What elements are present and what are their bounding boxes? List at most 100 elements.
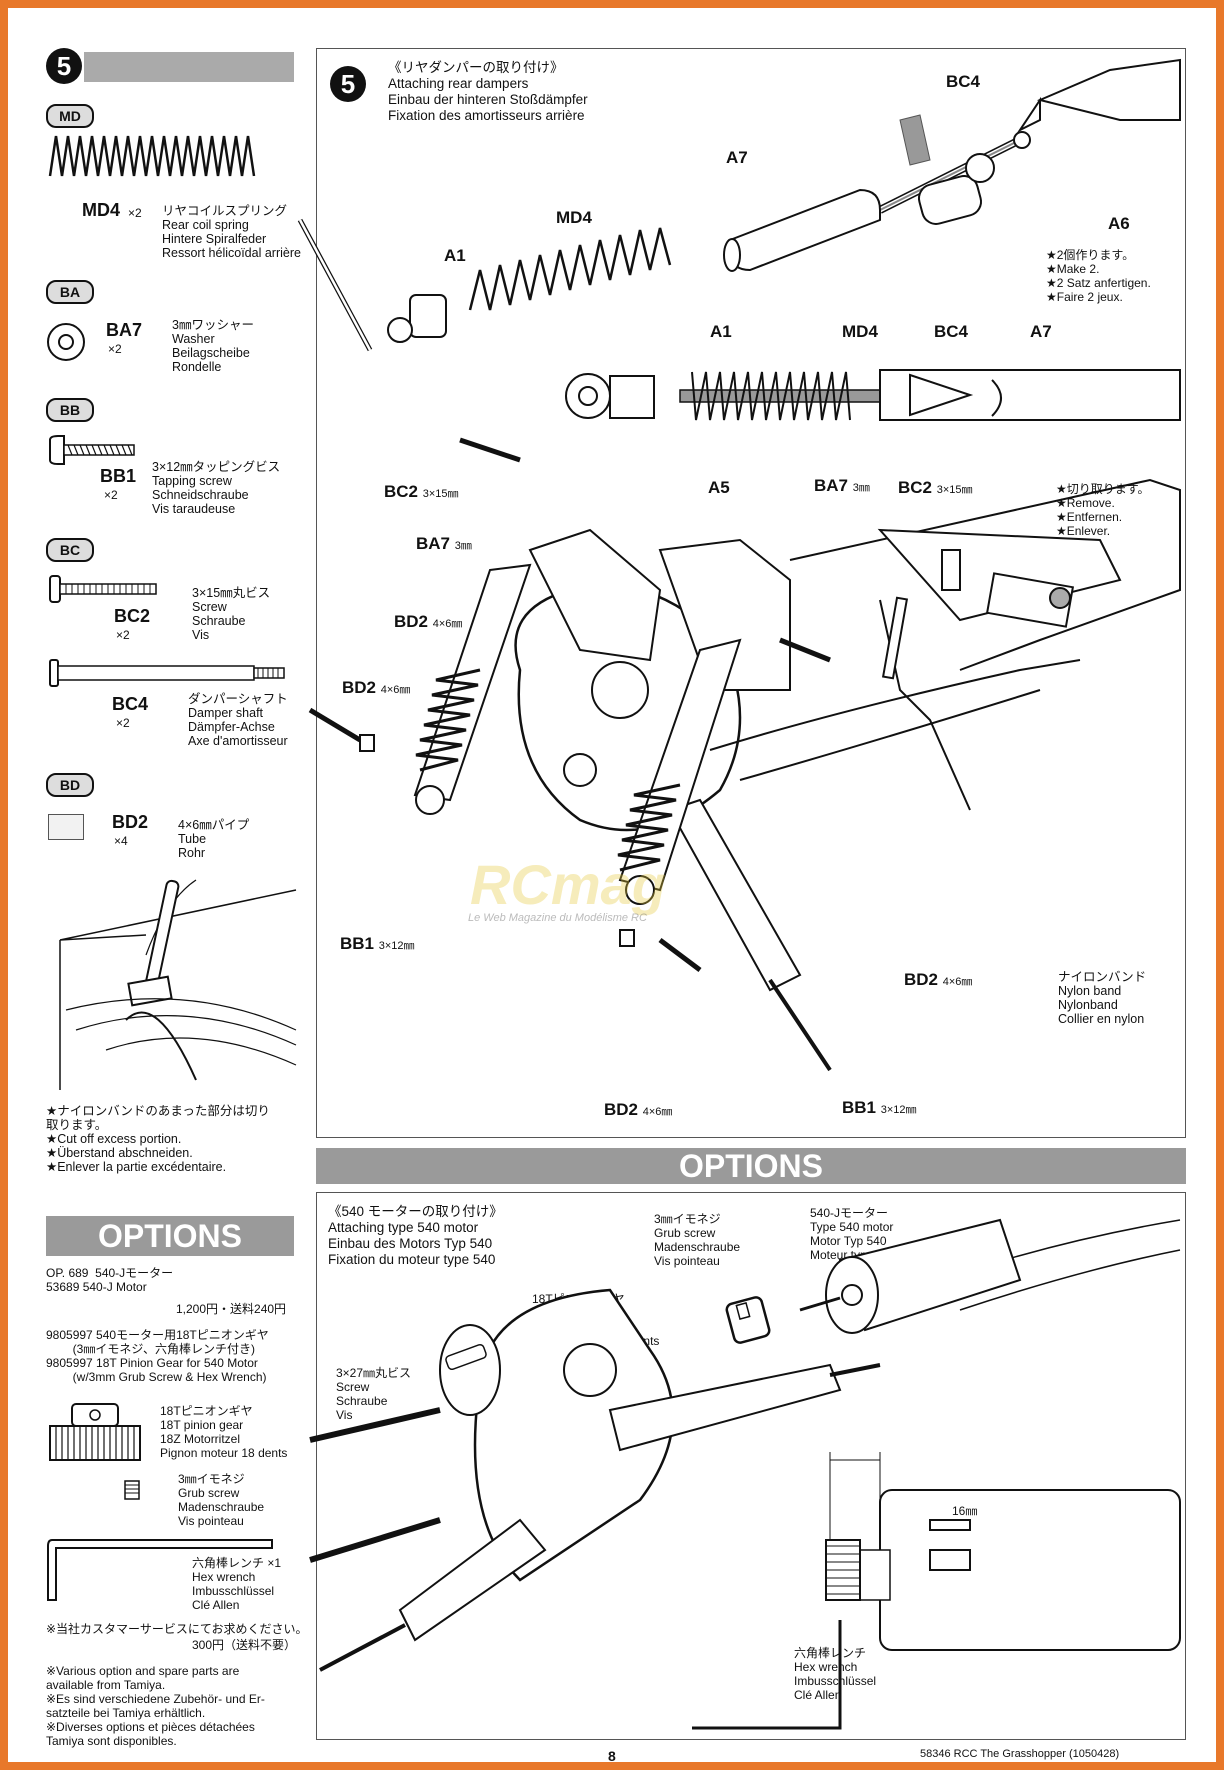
step5-panel [316, 48, 1186, 1138]
screw-bc2-icon [49, 575, 157, 603]
label-bb1-left: BB1 3×12㎜ [340, 934, 415, 954]
options-title: 《540 モーターの取り付け》 Attaching type 540 motor… [328, 1204, 503, 1267]
part-bb1-qty: ×2 [104, 488, 118, 502]
step-header-bar [84, 52, 294, 82]
options-header: OPTIONS [316, 1148, 1186, 1184]
footer-code: 58346 RCC The Grasshopper (1050428) [920, 1748, 1120, 1760]
step5-title: 《リヤダンパーの取り付け》 Attaching rear dampers Ein… [388, 60, 588, 123]
bag-badge-ba: BA [46, 280, 94, 304]
options-panel [316, 1192, 1186, 1740]
label-a1-top: A1 [444, 246, 466, 265]
label-bb1-left-text: BB1 [340, 934, 375, 953]
label-bd2-a: BD2 4×6㎜ [394, 612, 462, 632]
label-bc2-right-text: BC2 [898, 478, 933, 497]
label-a5: A5 [708, 478, 730, 497]
label-bd2-right-size: 4×6㎜ [942, 976, 973, 988]
part-md4-desc: リヤコイルスプリング Rear coil spring Hintere Spir… [162, 204, 301, 260]
customer-service-price: 300円（送料不要） [192, 1638, 297, 1652]
part-bc2-desc: 3×15㎜丸ビス Screw Schraube Vis [192, 586, 271, 642]
bag-badge-bc: BC [46, 538, 94, 562]
damper-assembly-drawing [297, 58, 1181, 421]
label-bd2-a-size: 4×6㎜ [432, 618, 463, 630]
label-bd2-b: BD2 4×6㎜ [342, 678, 410, 698]
label-bc2-left: BC2 3×15㎜ [384, 482, 459, 502]
step5-panel-number: 5 [330, 66, 366, 102]
label-bd2-bottom-size: 4×6㎜ [642, 1106, 673, 1118]
label-bb1-bottom-size: 3×12㎜ [880, 1104, 917, 1116]
part-ba7-name: BA7 [106, 320, 143, 340]
label-a7-mid: A7 [1030, 322, 1052, 341]
label-ba7-right-size: 3㎜ [852, 482, 870, 494]
label-a1-mid: A1 [710, 322, 732, 341]
option-pinion-desc: 18Tピニオンギヤ 18T pinion gear 18Z Motorritze… [160, 1404, 288, 1460]
dimension-16mm: 16㎜ [952, 1504, 978, 1518]
label-bd2-b-size: 4×6㎜ [380, 684, 411, 696]
label-bd2-bottom: BD2 4×6㎜ [604, 1100, 672, 1120]
washer-icon [47, 323, 85, 361]
spare-parts-note: ※Various option and spare parts are avai… [46, 1664, 265, 1748]
part-bd2-desc: 4×6㎜パイプ Tube Rohr [178, 818, 250, 860]
part-bc2-qty: ×2 [116, 628, 130, 642]
options-grub-label: 3㎜イモネジ Grub screw Madenschraube Vis poin… [654, 1212, 741, 1268]
pinion-gear-icon [49, 1403, 141, 1461]
part-bc4-desc: ダンパーシャフト Damper shaft Dämpfer-Achse Axe … [188, 692, 288, 748]
motor-installation-drawing [309, 1218, 1181, 1730]
part-bc4-name: BC4 [112, 694, 149, 714]
hex-wrench-icon [47, 1539, 273, 1601]
coil-spring-icon [48, 135, 256, 177]
part-md4-qty: ×2 [128, 206, 142, 220]
label-md4-mid: MD4 [842, 322, 878, 341]
bag-badge-md: MD [46, 104, 94, 128]
label-bb1-left-size: 3×12㎜ [378, 940, 415, 952]
customer-service-note: ※当社カスタマーサービスにてお求めください。 [46, 1622, 308, 1636]
watermark-title: RCmag [470, 853, 667, 916]
label-bc2-right: BC2 3×15㎜ [898, 478, 973, 498]
label-bc2-left-size: 3×15㎜ [422, 488, 459, 500]
bag-badge-bd: BD [46, 773, 94, 797]
rear-chassis-drawing [308, 437, 1181, 1072]
step5-panel-number-text: 5 [340, 69, 356, 99]
label-bb1-bottom-text: BB1 [842, 1098, 877, 1117]
nylon-band-label: ナイロンバンド Nylon band Nylonband Collier en … [1058, 970, 1147, 1026]
label-bd2-bottom-text: BD2 [604, 1100, 639, 1119]
option-motor-item: OP. 689 540-Jモーター 53689 540-J Motor [46, 1266, 174, 1294]
tube-icon [48, 814, 84, 840]
label-bc4-top: BC4 [946, 72, 981, 91]
label-bc4-mid: BC4 [934, 322, 969, 341]
label-ba7-left-text: BA7 [416, 534, 451, 553]
tapping-screw-icon [49, 435, 135, 465]
option-pinion-item: 9805997 540モーター用18Tピニオンギヤ (3㎜イモネジ、六角棒レンチ… [46, 1328, 269, 1384]
part-ba7-qty: ×2 [108, 342, 122, 356]
nylon-band-cut-illustration [59, 879, 297, 1090]
part-bb1-name: BB1 [100, 466, 137, 486]
label-a7-top: A7 [726, 148, 748, 167]
label-ba7-right-text: BA7 [814, 476, 849, 495]
bag-badge-bb: BB [46, 398, 94, 422]
step-number: 5 [56, 51, 72, 81]
label-bb1-bottom: BB1 3×12㎜ [842, 1098, 917, 1118]
remove-note: ★切り取ります。 ★Remove. ★Entfernen. ★Enlever. [1056, 482, 1150, 538]
damper-shaft-icon [49, 659, 285, 687]
label-bd2-right: BD2 4×6㎜ [904, 970, 972, 990]
option-motor-price: 1,200円・送料240円 [176, 1302, 287, 1316]
label-ba7-left-size: 3㎜ [454, 540, 472, 552]
label-bd2-a-text: BD2 [394, 612, 429, 631]
label-md4-top: MD4 [556, 208, 592, 227]
part-ba7-desc: 3㎜ワッシャー Washer Beilagscheibe Rondelle [172, 318, 254, 374]
part-md4-name: MD4 [82, 200, 121, 220]
part-bc4-qty: ×2 [116, 716, 130, 730]
part-bb1-desc: 3×12㎜タッピングビス Tapping screw Schneidschrau… [152, 460, 281, 516]
options-sidebar-title: OPTIONS [46, 1216, 294, 1256]
label-ba7-left: BA7 3㎜ [416, 534, 472, 554]
grub-screw-icon [124, 1480, 140, 1500]
label-a6: A6 [1108, 214, 1130, 233]
options-motor-label: 540-Jモーター Type 540 motor Motor Typ 540 M… [810, 1206, 897, 1262]
label-bd2-b-text: BD2 [342, 678, 377, 697]
step-number-badge: 5 [46, 48, 82, 84]
cut-excess-note: ★ナイロンバンドのあまった部分は切り 取ります。 ★Cut off excess… [46, 1104, 270, 1174]
label-ba7-right: BA7 3㎜ [814, 476, 870, 496]
part-bd2-name: BD2 [112, 812, 149, 832]
page-number: 8 [608, 1748, 616, 1764]
label-bd2-right-text: BD2 [904, 970, 939, 989]
option-hex-desc: 六角棒レンチ ×1 Hex wrench Imbusschlüssel Clé … [192, 1556, 282, 1612]
